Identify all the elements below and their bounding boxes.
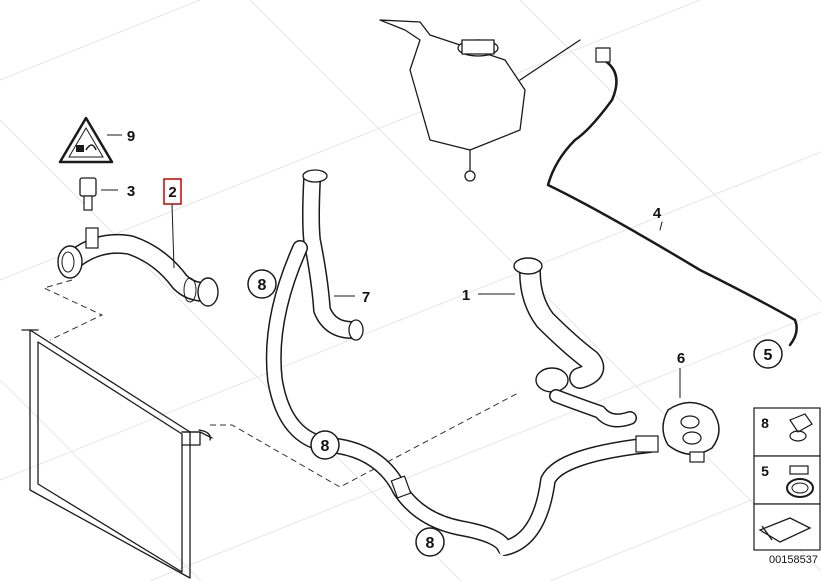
svg-text:5: 5 xyxy=(764,347,773,364)
callout-9[interactable]: 9 xyxy=(127,128,135,145)
callout-1[interactable]: 1 xyxy=(462,287,470,304)
svg-text:2: 2 xyxy=(168,184,176,201)
bracket-part-6 xyxy=(662,368,720,463)
expansion-tank xyxy=(379,19,581,182)
temperature-sensor-part-3 xyxy=(79,177,118,211)
radiator xyxy=(21,329,213,579)
assembly-lines xyxy=(42,279,521,488)
upper-hose-part-2 xyxy=(57,227,219,307)
callout-3[interactable]: 3 xyxy=(127,183,135,200)
callout-8-lower[interactable]: 8 xyxy=(415,527,445,557)
legend-number-8: 8 xyxy=(761,415,769,431)
spring-band-clamp-icon xyxy=(786,465,814,498)
hose-part-7 xyxy=(302,169,364,341)
hose-clip-icon xyxy=(789,413,813,442)
callout-5-circle[interactable]: 5 xyxy=(753,339,783,369)
svg-text:8: 8 xyxy=(321,438,330,455)
callout-2-highlighted[interactable]: 2 xyxy=(163,178,182,269)
arrow-icon xyxy=(758,517,812,543)
callout-7[interactable]: 7 xyxy=(362,289,370,306)
diagram-id: 00158537 xyxy=(769,554,818,566)
callout-8-middle[interactable]: 8 xyxy=(310,430,340,460)
lower-hose xyxy=(265,240,659,556)
svg-text:8: 8 xyxy=(426,535,435,552)
callout-8-upper[interactable]: 8 xyxy=(247,269,277,299)
hose-part-1 xyxy=(478,257,637,428)
callout-4[interactable]: 4 xyxy=(653,205,662,222)
svg-text:8: 8 xyxy=(258,277,267,294)
warning-label-part-9 xyxy=(58,116,122,164)
callout-6[interactable]: 6 xyxy=(677,350,685,367)
legend-number-5: 5 xyxy=(761,463,769,479)
vent-pipe-part-4 xyxy=(546,47,798,347)
legend-panel: 8 5 xyxy=(753,407,821,551)
